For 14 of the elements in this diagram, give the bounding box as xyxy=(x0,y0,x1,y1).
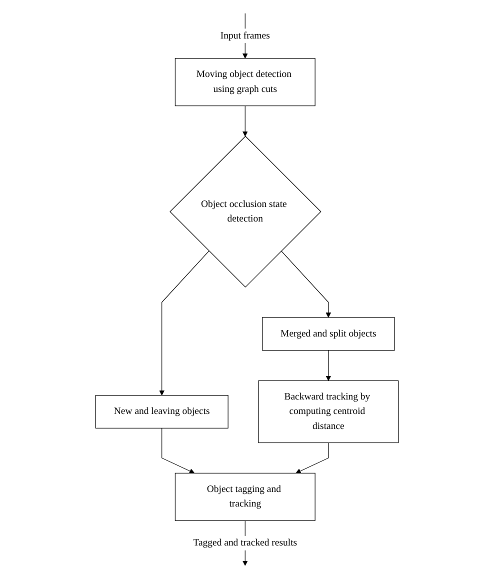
node-diamond: Object occlusion state detection xyxy=(170,136,322,288)
arrow xyxy=(326,350,332,381)
edge-label: Tagged and tracked results xyxy=(193,538,298,548)
node-box: Object tagging and tracking xyxy=(174,472,316,521)
arrow xyxy=(162,428,195,474)
node-box: Merged and split objects xyxy=(262,317,395,351)
arrow xyxy=(296,442,329,474)
edge-label: Input frames xyxy=(220,30,270,41)
node-box: New and leaving objects xyxy=(95,395,228,428)
node-box: Moving object detection using graph cuts xyxy=(174,58,316,106)
arrow xyxy=(280,250,332,318)
arrow xyxy=(159,250,210,396)
node-box: Backward tracking by computing centroid distance xyxy=(258,380,399,444)
arrow xyxy=(242,106,248,136)
